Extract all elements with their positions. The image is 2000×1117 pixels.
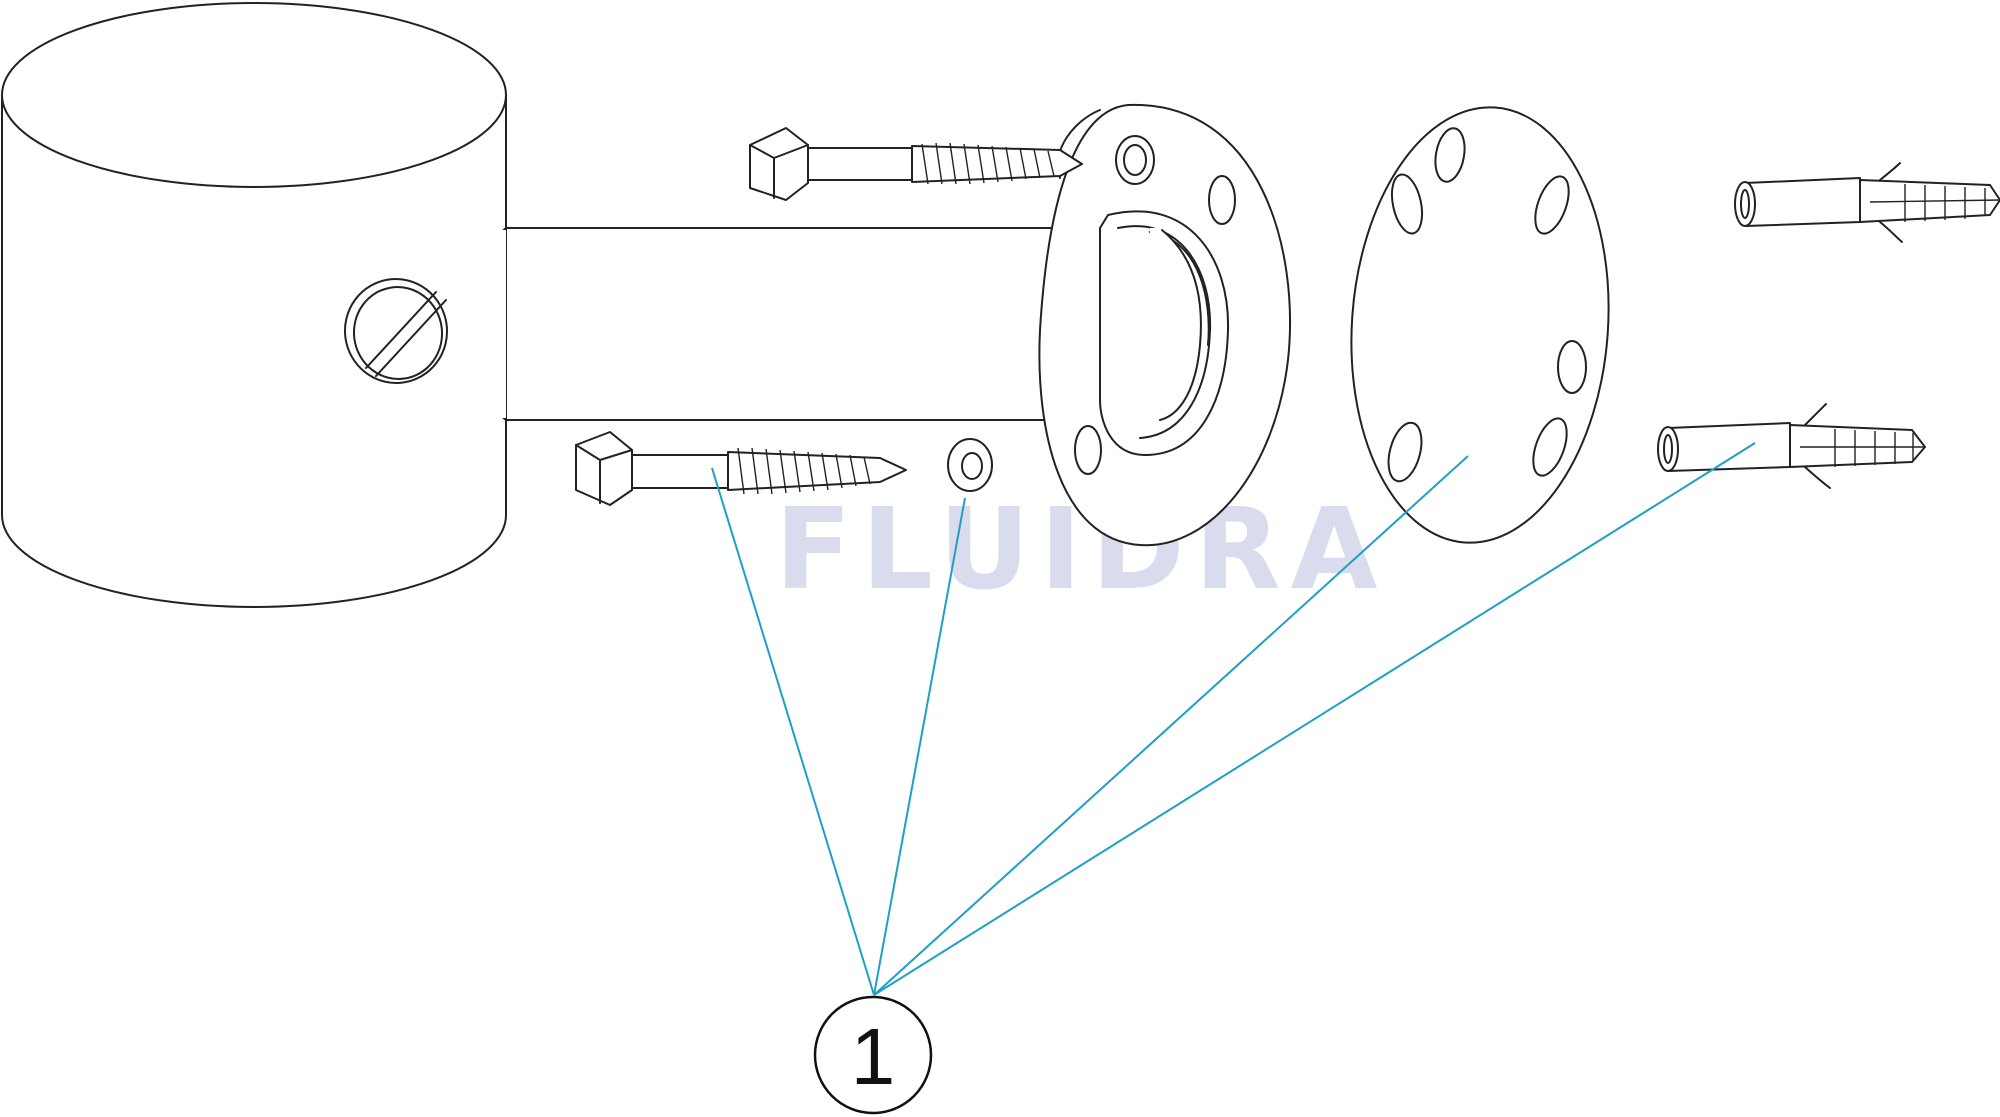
- cover-plate: [1350, 106, 1610, 544]
- callout-number: 1: [851, 1012, 896, 1101]
- leader-lines: [711, 442, 1756, 996]
- cylindrical-handrail-end: [1, 2, 507, 608]
- callout-circle: [813, 995, 933, 1115]
- leader-line-wall-anchor: [873, 442, 1756, 996]
- leader-line-lower-screw: [711, 467, 875, 996]
- washer: [947, 438, 993, 492]
- lower-wall-anchor: [1657, 403, 1926, 489]
- base-flange: [1038, 103, 1291, 547]
- lower-lag-screw: [575, 431, 907, 506]
- upper-lag-screw: [749, 127, 1083, 201]
- slotted-set-screw: [343, 278, 449, 384]
- leader-line-washer: [873, 497, 966, 996]
- leader-line-cover-plate: [873, 455, 1469, 996]
- callout-bubble: 1: [813, 995, 933, 1115]
- upper-wall-anchor: [1734, 162, 2000, 243]
